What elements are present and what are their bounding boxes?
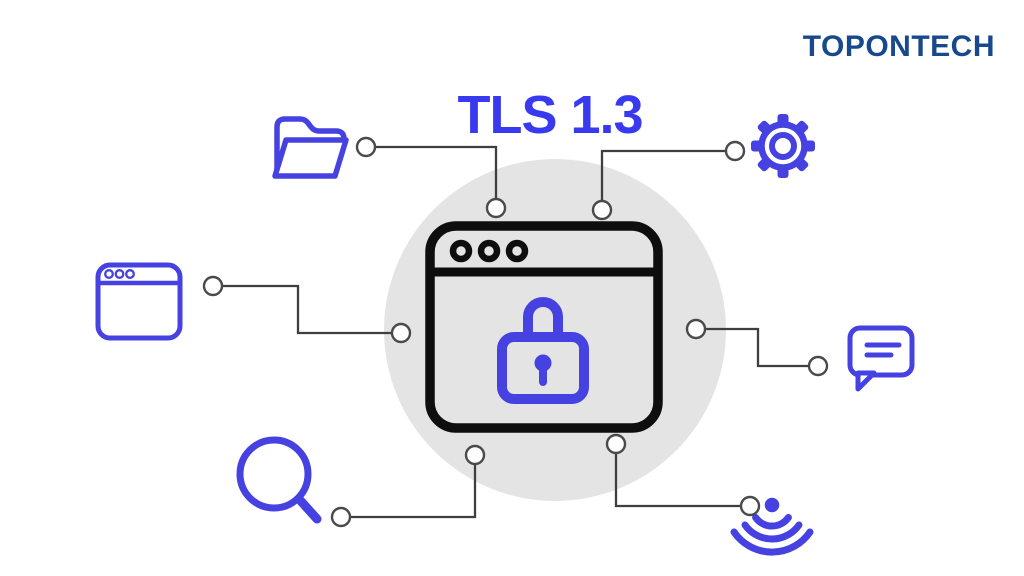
wifi-icon [730,497,814,556]
browser-window-icon [95,262,183,341]
connector-nodes [202,136,829,528]
search-icon [236,436,322,524]
brand-logo: TOPONTECH [802,30,995,63]
node [390,322,412,344]
folder-icon [272,116,349,179]
window-dot [505,239,529,263]
node [591,199,613,221]
padlock-icon [497,297,589,404]
window-dot [477,239,501,263]
node [202,275,224,297]
page-title: TLS 1.3 [457,85,643,145]
connector-gear [600,149,735,210]
node [485,197,507,219]
connector-folder [366,145,498,208]
connector-lines [213,145,818,519]
connector-browser [213,284,401,335]
gear-icon [751,114,815,178]
node [330,506,352,528]
node [739,495,761,517]
node [724,140,746,162]
secure-browser-lock-icon [425,221,663,433]
keyhole-stem [539,363,547,386]
node [807,355,829,377]
node [355,136,377,158]
connector-wifi [614,444,750,508]
connector-search [341,455,477,519]
window-dot [449,239,473,263]
connector-chat [696,327,818,368]
node [605,433,627,455]
node [685,318,707,340]
node [464,444,486,466]
chat-bubble-icon [847,325,915,392]
